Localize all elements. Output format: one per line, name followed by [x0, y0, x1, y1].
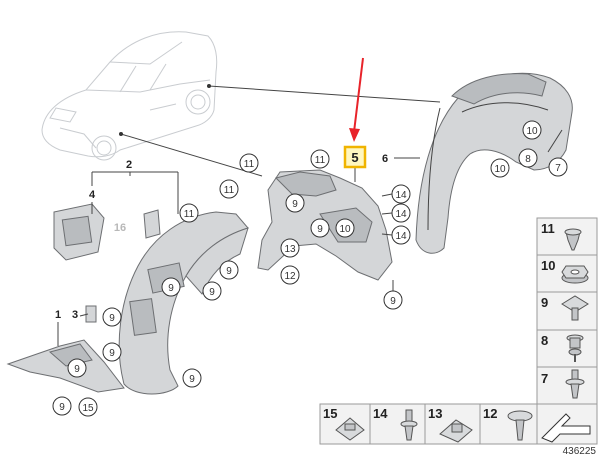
- label-3: 3: [72, 309, 78, 321]
- part-2-front-liner: [118, 211, 249, 395]
- legend-num-8: 8: [541, 333, 548, 348]
- svg-text:14: 14: [395, 231, 407, 242]
- callout-11-a: 11: [239, 153, 259, 173]
- next-page-arrow-icon: [541, 413, 591, 443]
- legend-right: 11 10 9 8 7: [536, 217, 598, 405]
- callout-9-j: 9: [182, 368, 202, 388]
- callout-12: 12: [280, 265, 300, 285]
- svg-text:9: 9: [390, 296, 396, 307]
- callout-9-b: 9: [310, 218, 330, 238]
- callout-9-f: 9: [383, 290, 403, 310]
- label-16: 16: [114, 222, 126, 234]
- hex-flange-nut-icon: [561, 265, 589, 284]
- svg-text:9: 9: [59, 402, 65, 413]
- spring-clip-icon: [335, 417, 365, 441]
- svg-text:9: 9: [109, 348, 115, 359]
- callout-9-a: 9: [285, 193, 305, 213]
- legend-num-15: 15: [323, 406, 337, 421]
- svg-text:10: 10: [494, 164, 506, 175]
- callout-8: 8: [518, 148, 538, 168]
- svg-text:9: 9: [74, 364, 80, 375]
- push-nut-icon: [561, 295, 589, 321]
- clip-nut-icon: [439, 419, 473, 443]
- part-6-rear-liner: [415, 72, 573, 254]
- svg-text:7: 7: [555, 163, 561, 174]
- callout-15: 15: [78, 397, 98, 417]
- legend-num-7: 7: [541, 371, 548, 386]
- label-4: 4: [89, 189, 96, 201]
- callout-14-c: 14: [391, 225, 411, 245]
- callout-7: 7: [548, 157, 568, 177]
- legend-num-13: 13: [428, 406, 442, 421]
- callout-9-k: 9: [52, 396, 72, 416]
- callout-11-c: 11: [219, 179, 239, 199]
- legend-num-9: 9: [541, 295, 548, 310]
- svg-text:14: 14: [395, 209, 407, 220]
- svg-text:5: 5: [351, 150, 358, 165]
- callout-9-d: 9: [161, 277, 181, 297]
- callout-11-d: 11: [179, 203, 199, 223]
- label-1: 1: [55, 309, 61, 321]
- svg-text:14: 14: [395, 190, 407, 201]
- label-2: 2: [126, 159, 132, 171]
- part-16-clip: [143, 209, 161, 239]
- part-4-bracket: [53, 203, 105, 261]
- callout-10-b: 10: [522, 120, 542, 140]
- flat-head-screw-icon: [507, 410, 533, 441]
- car-outline: [41, 31, 218, 161]
- callout-14-a: 14: [391, 184, 411, 204]
- legend-num-12: 12: [483, 406, 497, 421]
- red-arrow-icon: [349, 57, 364, 142]
- svg-text:15: 15: [82, 403, 94, 414]
- callout-9-h: 9: [102, 342, 122, 362]
- legend-num-14: 14: [373, 406, 388, 421]
- svg-text:11: 11: [315, 155, 326, 166]
- leader-car-to-rear: [208, 85, 441, 103]
- svg-text:8: 8: [525, 154, 531, 165]
- svg-text:13: 13: [284, 244, 296, 255]
- legend-bottom: 15 14 13 12: [319, 403, 598, 445]
- callout-leaders: [57, 129, 563, 346]
- svg-text:9: 9: [209, 287, 215, 298]
- callout-11-b: 11: [310, 149, 330, 169]
- callout-13: 13: [280, 238, 300, 258]
- svg-text:9: 9: [168, 283, 174, 294]
- svg-text:11: 11: [244, 159, 255, 170]
- svg-text:9: 9: [317, 224, 323, 235]
- expansion-rivet-icon: [565, 369, 585, 399]
- svg-text:10: 10: [526, 126, 538, 137]
- legend-num-11: 11: [541, 221, 555, 236]
- diagram-reference-number: 436225: [563, 446, 597, 456]
- plastic-rivet-icon: [400, 409, 418, 441]
- callout-9-g: 9: [102, 307, 122, 327]
- svg-text:9: 9: [109, 313, 115, 324]
- callout-9-i: 9: [67, 358, 87, 378]
- rivet-clip-icon: [566, 334, 584, 362]
- legend-num-10: 10: [541, 258, 555, 273]
- leader-car-to-front: [120, 133, 263, 177]
- svg-text:9: 9: [226, 266, 232, 277]
- svg-text:12: 12: [284, 271, 296, 282]
- svg-text:10: 10: [339, 224, 351, 235]
- label-6: 6: [382, 153, 388, 165]
- svg-text:11: 11: [184, 209, 195, 220]
- callout-10-a: 10: [335, 218, 355, 238]
- svg-text:9: 9: [292, 199, 298, 210]
- callout-5-highlighted: 5: [343, 145, 367, 169]
- grommet-nut-icon: [564, 228, 582, 251]
- svg-text:9: 9: [189, 374, 195, 385]
- callout-14-b: 14: [391, 203, 411, 223]
- callout-9-e: 9: [202, 281, 222, 301]
- svg-text:11: 11: [224, 185, 235, 196]
- callout-10-c: 10: [490, 158, 510, 178]
- callout-9-c: 9: [219, 260, 239, 280]
